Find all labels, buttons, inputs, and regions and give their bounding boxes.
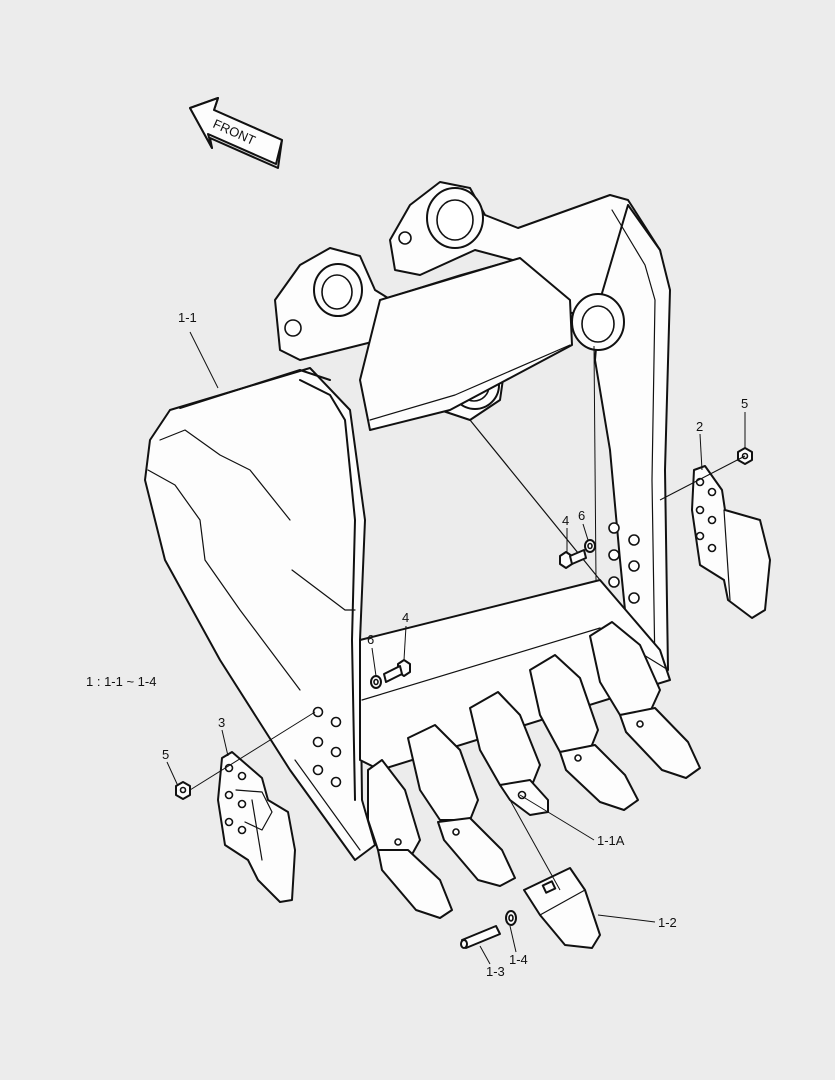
bolt-right-icon bbox=[559, 549, 587, 569]
tooth-washer bbox=[505, 910, 517, 926]
callout-4-right: 4 bbox=[562, 513, 569, 528]
callout-6-left: 6 bbox=[367, 632, 374, 647]
callout-2: 2 bbox=[696, 419, 703, 434]
side-cutter-left bbox=[217, 751, 296, 903]
callout-6-right: 6 bbox=[578, 508, 585, 523]
nut-left-icon bbox=[175, 781, 191, 800]
washer-left-icon bbox=[370, 675, 382, 689]
rear-pin-boss bbox=[389, 181, 669, 321]
washer-right-icon bbox=[584, 539, 596, 553]
callout-1-2: 1-2 bbox=[658, 915, 677, 930]
callout-1-3: 1-3 bbox=[486, 964, 505, 979]
front-arrow-icon: FRONT bbox=[189, 97, 283, 169]
right-side-bolt-holes bbox=[608, 522, 640, 604]
bucket-teeth bbox=[367, 621, 701, 919]
leader-lines bbox=[166, 331, 746, 965]
tooth-2 bbox=[407, 724, 516, 887]
assembly-note: 1 : 1-1 ~ 1-4 bbox=[86, 674, 156, 689]
callout-3: 3 bbox=[218, 715, 225, 730]
tooth-1 bbox=[367, 759, 453, 919]
side-cutter-right bbox=[691, 465, 771, 619]
callout-1-1: 1-1 bbox=[178, 310, 197, 325]
callout-1-1a: 1-1A bbox=[597, 833, 625, 848]
bucket-cross-tube bbox=[359, 257, 625, 431]
detached-tooth-point bbox=[523, 867, 601, 949]
tooth-4 bbox=[529, 654, 639, 811]
callout-labels: 1-1 2 5 4 6 4 6 1 : 1-1 ~ 1-4 3 5 1-1A 1… bbox=[86, 310, 748, 979]
callout-5-left: 5 bbox=[162, 747, 169, 762]
tooth-5 bbox=[589, 621, 701, 779]
tooth-pin bbox=[460, 925, 501, 949]
callout-4-left: 4 bbox=[402, 610, 409, 625]
left-side-bolt-holes bbox=[312, 706, 342, 788]
callout-5-right: 5 bbox=[741, 396, 748, 411]
callout-1-4: 1-4 bbox=[509, 952, 528, 967]
